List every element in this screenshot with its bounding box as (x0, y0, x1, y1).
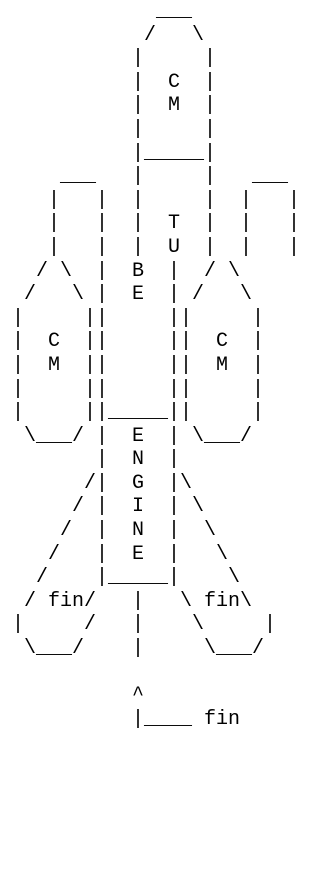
art-line: | N | (0, 448, 181, 472)
art-line: | | | T | | | (0, 212, 301, 236)
ascii-rocket-diagram: ___ / \ | | | C | | M | | | |_____| ___ … (0, 0, 301, 731)
art-line: |____ fin (0, 707, 241, 731)
art-line: | || || | (0, 306, 265, 330)
art-line: / fin/ | \ fin\ (0, 589, 253, 613)
art-line: / \ (0, 23, 205, 47)
art-line: | || || | (0, 377, 265, 401)
art-line: | | (0, 47, 217, 71)
art-line: /| G |\ (0, 471, 193, 495)
art-line: ^ (0, 684, 145, 708)
art-line: | | (0, 117, 217, 141)
art-line: / |_____| \ (0, 566, 241, 590)
art-line: | ||_____|| | (0, 401, 265, 425)
art-line: | | | | | | (0, 188, 301, 212)
art-line: / | I | \ (0, 495, 205, 519)
art-line: | M || || M | (0, 353, 265, 377)
art-line: | C || || C | (0, 330, 265, 354)
art-line: \___/ | \___/ (0, 637, 265, 661)
art-line: | C | (0, 70, 217, 94)
art-line: | | | U | | | (0, 235, 301, 259)
art-line: | / | \ | (0, 613, 277, 637)
art-line (0, 661, 300, 685)
art-line: / \ | B | / \ (0, 259, 241, 283)
art-line: / \ | E | / \ (0, 283, 253, 307)
art-line: / | N | \ (0, 519, 217, 543)
art-line: / | E | \ (0, 542, 229, 566)
art-line: ___ | | ___ (0, 165, 289, 189)
art-line: \___/ | E | \___/ (0, 424, 253, 448)
art-line: | M | (0, 94, 217, 118)
art-line: |_____| (0, 141, 217, 165)
art-line: ___ (0, 0, 193, 23)
